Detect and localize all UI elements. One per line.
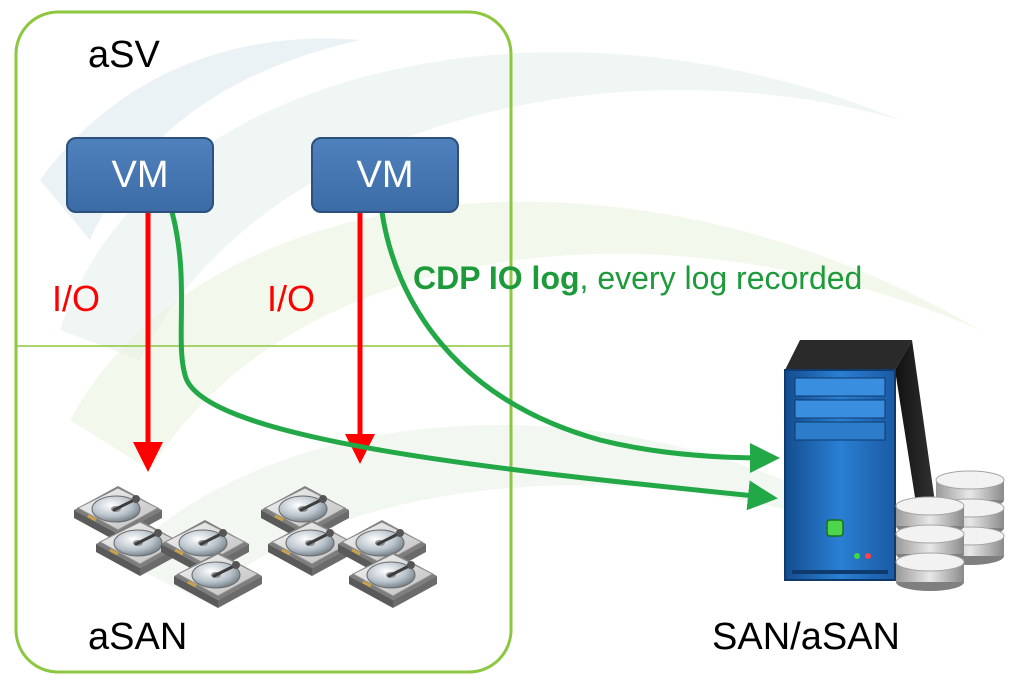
disk-stack-icon	[895, 470, 1005, 592]
cdp-arrow-1	[169, 211, 778, 511]
cdp-io-log-description: , every log recorded	[579, 260, 863, 296]
remote-storage-title: SAN/aSAN	[712, 616, 900, 658]
asv-host-title: aSV	[88, 34, 160, 76]
vm-label: VM	[111, 153, 169, 196]
vm-box: VM	[311, 137, 459, 213]
io-label: I/O	[267, 278, 316, 319]
io-label: I/O	[52, 278, 101, 319]
cdp-io-log-note: CDP IO log, every log recorded	[413, 262, 862, 294]
vm-box: VM	[66, 137, 214, 213]
vm-label: VM	[356, 153, 414, 196]
server-tower-icon	[784, 340, 946, 581]
local-storage-title: aSAN	[88, 616, 188, 658]
asv-host-container	[14, 10, 513, 674]
cdp-io-log-term: CDP IO log	[413, 260, 580, 296]
cdp-arrow-2	[379, 211, 780, 473]
local-disk-cluster	[72, 484, 439, 610]
